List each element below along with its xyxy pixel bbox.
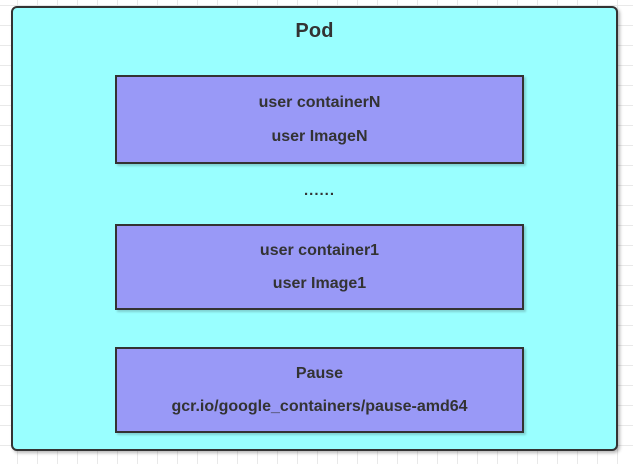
pause-container-name: Pause (295, 364, 344, 382)
pod-title: Pod (295, 20, 334, 42)
container-n-name: user containerN (258, 93, 381, 111)
container-box-pause: Pause gcr.io/google_containers/pause-amd… (115, 347, 524, 433)
container-1-image: user Image1 (272, 275, 367, 293)
ellipsis-dots: ...... (303, 182, 335, 199)
container-n-image: user ImageN (271, 128, 368, 146)
container-box-1: user container1 user Image1 (115, 224, 524, 310)
container-box-n: user containerN user ImageN (115, 75, 524, 164)
pause-container-image: gcr.io/google_containers/pause-amd64 (171, 398, 468, 416)
container-1-name: user container1 (259, 241, 380, 259)
pod-box: Pod user containerN user ImageN ...... u… (11, 6, 618, 451)
